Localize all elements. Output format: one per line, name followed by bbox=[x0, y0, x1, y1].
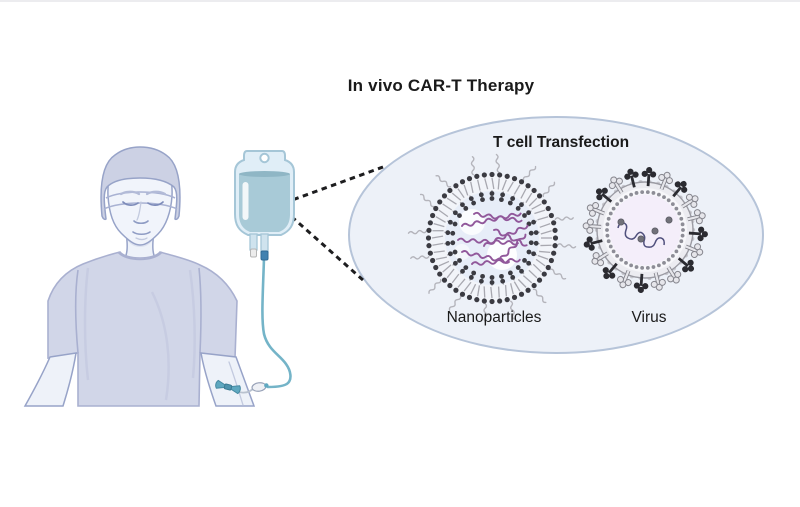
tube-connector bbox=[251, 382, 269, 392]
patient-shirt bbox=[47, 251, 238, 407]
iv-bag-liquid bbox=[239, 174, 290, 232]
iv-bag-connector bbox=[260, 250, 269, 261]
magnifier-dashes bbox=[283, 165, 384, 282]
patient-left-arm bbox=[23, 352, 77, 407]
virus-label: Virus bbox=[631, 309, 667, 326]
callout-title: T cell Transfection bbox=[492, 134, 630, 151]
neck-shadow bbox=[127, 238, 153, 247]
nanoparticle-illustration bbox=[407, 153, 577, 323]
virus-illustration bbox=[582, 167, 708, 293]
patient-right-arm bbox=[200, 352, 256, 407]
iv-bag-hang-hole bbox=[259, 152, 270, 164]
page-top-border bbox=[0, 0, 800, 2]
iv-bag bbox=[234, 150, 295, 261]
page-title: In vivo CAR-T Therapy bbox=[347, 76, 535, 95]
patient-figure bbox=[23, 146, 256, 407]
patient-beanie bbox=[100, 146, 181, 221]
iv-catheter bbox=[215, 379, 256, 395]
iv-tube bbox=[261, 256, 292, 389]
nanoparticles-label: Nanoparticles bbox=[446, 309, 542, 326]
